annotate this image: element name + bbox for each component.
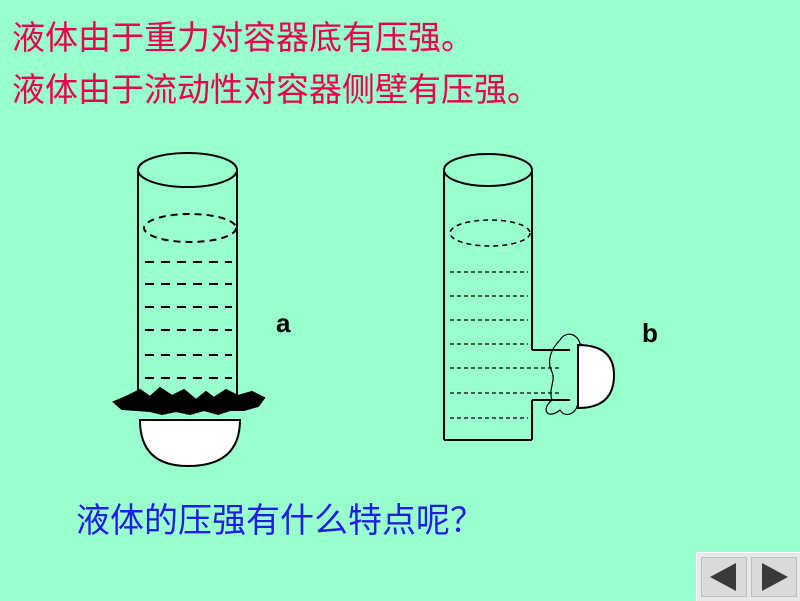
question-text: 液体的压强有什么特点呢？ (76, 501, 484, 541)
container-b-label: b (642, 318, 658, 348)
prev-slide-button[interactable] (701, 557, 747, 597)
container-b (443, 153, 616, 441)
slide-navigation (696, 552, 800, 601)
heading-line-2: 液体由于流动性对容器侧壁有压强。 (12, 70, 540, 109)
container-a-label: a (276, 308, 291, 338)
triangle-right-icon (762, 563, 788, 591)
next-slide-button[interactable] (751, 557, 797, 597)
triangle-left-icon (710, 563, 736, 591)
container-a (112, 152, 266, 468)
heading-line-1: 液体由于重力对容器底有压强。 (12, 18, 474, 57)
